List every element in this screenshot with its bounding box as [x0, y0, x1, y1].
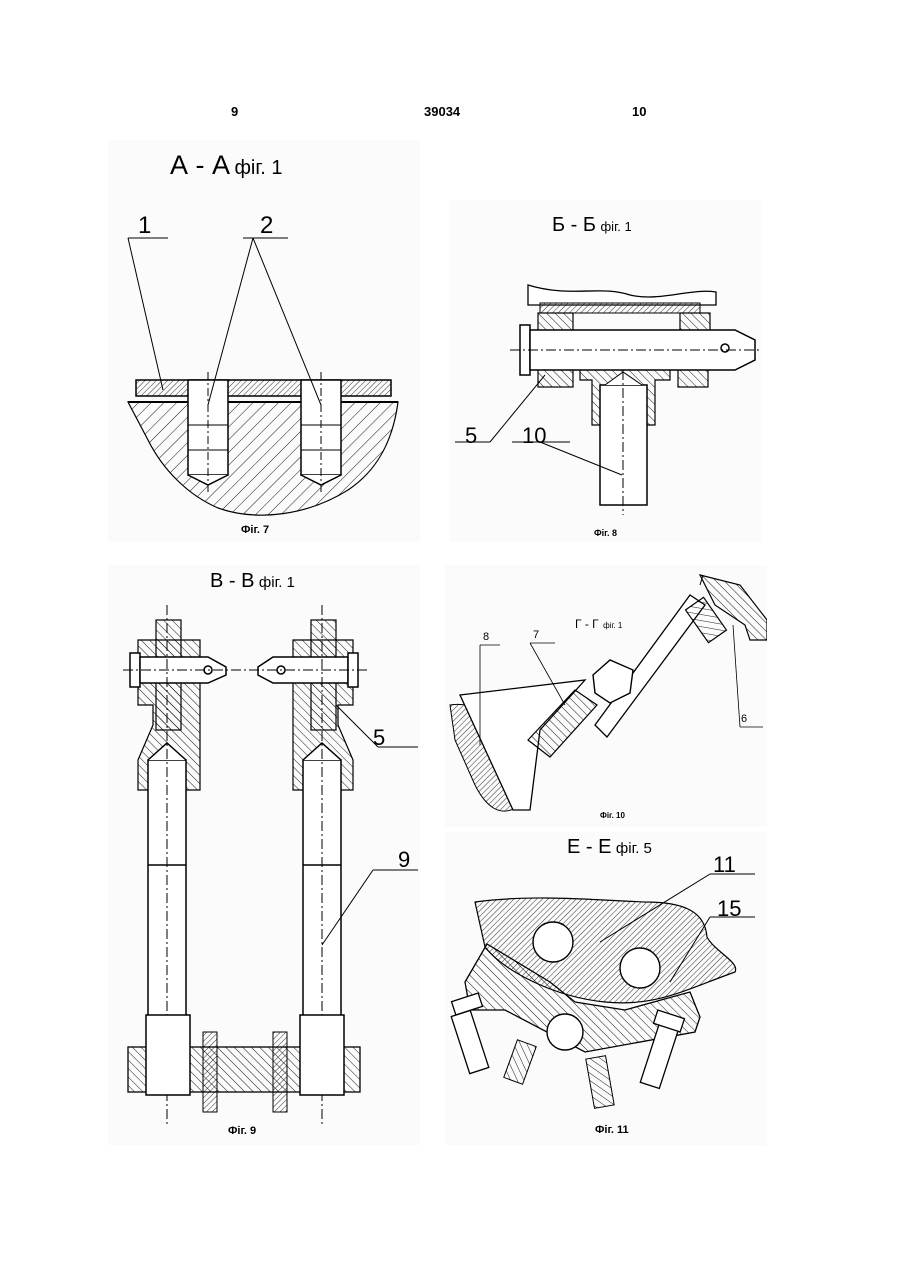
page-number-right: 10 — [632, 104, 646, 119]
figure-caption: Фіг. 7 — [241, 524, 269, 536]
section-title: Е - Е — [567, 836, 611, 858]
label-5: 5 — [373, 725, 385, 751]
section-title: В - В — [210, 570, 254, 592]
section-title: Г - Г — [575, 617, 599, 631]
label-7: 7 — [533, 629, 539, 641]
label-10: 10 — [522, 423, 546, 449]
label-5: 5 — [465, 423, 477, 449]
section-reference: фіг. 5 — [616, 840, 652, 857]
section-title: А - А — [170, 150, 230, 180]
label-11: 11 — [713, 852, 736, 878]
figure-10-drawing — [445, 565, 767, 827]
figure-11-drawing — [445, 832, 767, 1145]
figure-caption: Фіг. 11 — [595, 1124, 629, 1136]
section-reference: фіг. 1 — [234, 157, 282, 179]
section-title: Б - Б — [552, 214, 596, 236]
top-plate — [528, 285, 716, 305]
figure-7: А - А фіг. 1 1 2 Фіг. 7 — [108, 140, 420, 542]
bottom-bar — [128, 1015, 360, 1112]
patent-number: 39034 — [424, 104, 460, 119]
label-1: 1 — [138, 212, 151, 240]
bolt-left — [188, 372, 228, 492]
figure-caption: Фіг. 9 — [228, 1125, 256, 1137]
pin — [510, 325, 760, 375]
figure-caption: Фіг. 8 — [594, 528, 617, 538]
hole-right — [620, 948, 660, 988]
hole-left — [533, 922, 573, 962]
label-8: 8 — [483, 631, 489, 643]
rod-10 — [600, 370, 647, 515]
figure-10: Г - Г фіг. 1 8 7 6 Фіг. 10 — [445, 565, 767, 827]
section-reference: фіг. 1 — [603, 621, 622, 630]
figure-8: Б - Б фіг. 1 5 10 Фіг. 8 — [450, 200, 762, 542]
page-number-left: 9 — [231, 104, 238, 119]
section-reference: фіг. 1 — [259, 574, 295, 591]
base-hatched-section — [128, 402, 398, 515]
label-9: 9 — [398, 847, 410, 873]
label-2: 2 — [260, 212, 273, 240]
label-15: 15 — [717, 896, 741, 922]
figure-8-drawing — [450, 200, 762, 542]
figure-9: В - В фіг. 1 5 9 Фіг. 9 — [108, 565, 420, 1145]
plate — [136, 380, 391, 396]
shaft — [547, 1014, 583, 1050]
figure-11: Е - Е фіг. 5 11 15 Фіг. 11 — [445, 832, 767, 1145]
bracket-6 — [686, 575, 767, 643]
section-reference: фіг. 1 — [600, 219, 631, 234]
bolt-right — [301, 372, 341, 492]
figure-9-drawing — [108, 565, 420, 1145]
figure-caption: Фіг. 10 — [600, 811, 625, 820]
figure-7-drawing — [108, 140, 420, 542]
label-6: 6 — [741, 713, 747, 725]
